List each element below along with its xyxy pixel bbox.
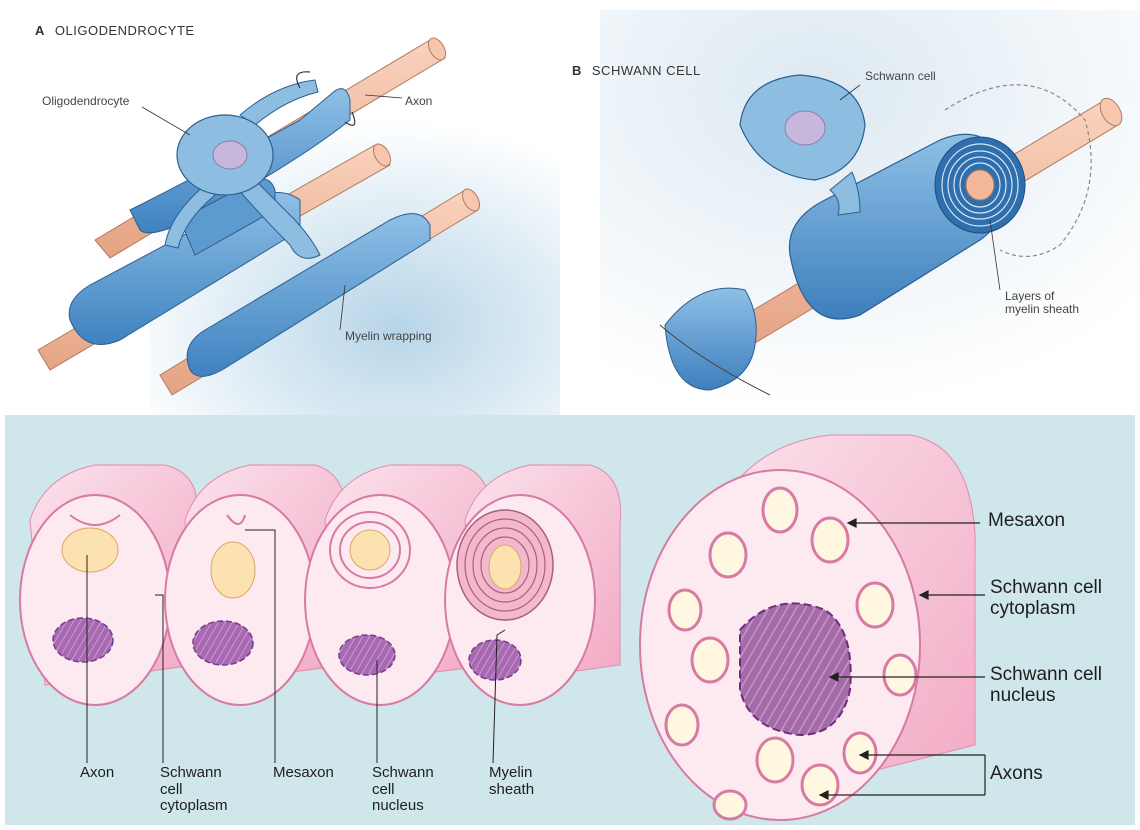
label-axons: Axons [990,764,1043,785]
label-schwann-cell: Schwann cell [865,70,936,83]
panel-unmyelinated-bundle: Mesaxon Schwann cell cytoplasm Schwann c… [630,415,1135,825]
myelin-layers-spiral [935,137,1025,233]
label-axon: Axon [405,95,432,108]
label-mesaxon: Mesaxon [273,765,334,782]
label-myelin-sheath: Myelin sheath [489,765,534,798]
label-schwann-cell-cytoplasm: Schwann cell cytoplasm [160,765,228,815]
label-layers-of-myelin-sheath: Layers of myelin sheath [1005,290,1079,316]
label-mesaxon: Mesaxon [988,511,1065,532]
label-schwann-cell-nucleus: Schwann cell nucleus [372,765,434,815]
unmyelinated-bundle-illustration [630,415,1135,825]
schwann-nucleus-large [740,603,851,735]
oligodendrocyte-nucleus [213,141,247,169]
schwann-cell-nucleus [785,111,825,145]
panel-myelination-stages: Axon Schwann cell cytoplasm Mesaxon Schw… [5,415,630,825]
label-schwann-cell-nucleus: Schwann cell nucleus [990,665,1102,707]
label-myelin-wrapping: Myelin wrapping [345,330,432,343]
label-schwann-cell-cytoplasm: Schwann cell cytoplasm [990,578,1102,620]
label-axon: Axon [80,765,114,782]
oligodendrocyte-illustration [0,0,560,415]
label-oligodendrocyte: Oligodendrocyte [42,95,129,108]
